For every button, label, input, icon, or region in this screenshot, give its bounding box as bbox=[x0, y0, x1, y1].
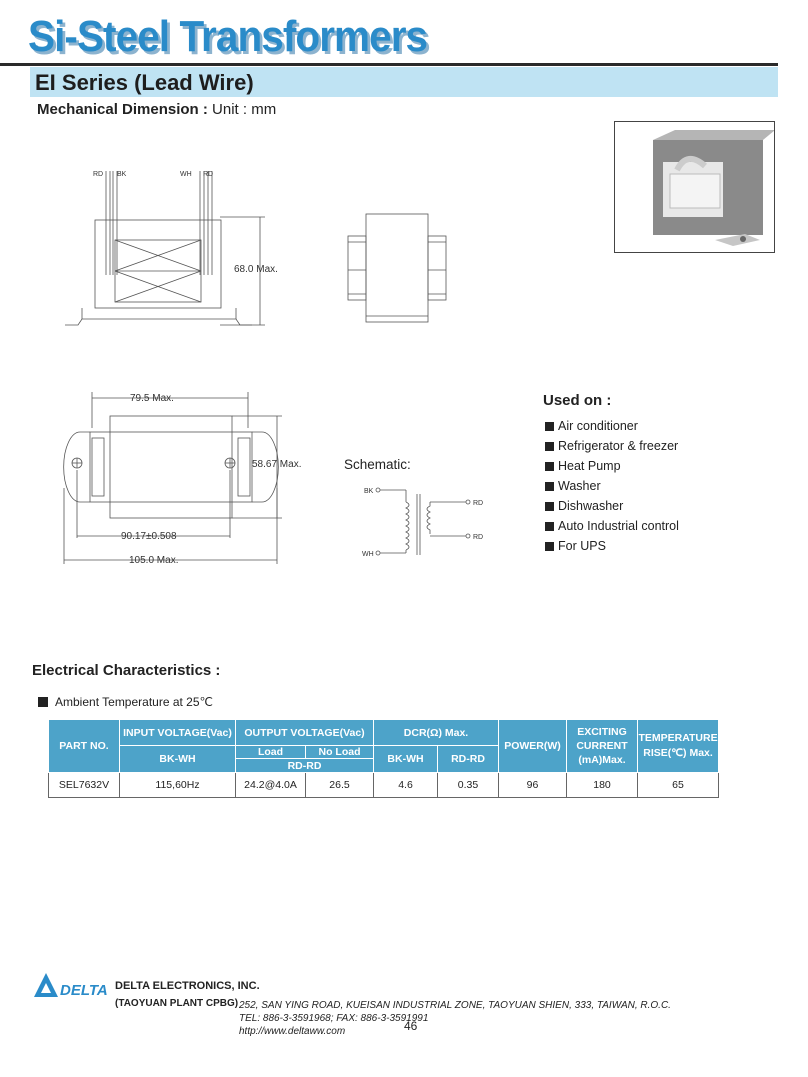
top-view-drawing: 79.5 Max. 58.67 Max. 90.17±0.508 105.0 M… bbox=[63, 392, 301, 566]
series-banner bbox=[30, 67, 778, 97]
company-name: DELTA ELECTRONICS, INC. bbox=[115, 980, 260, 992]
bullet-square-icon bbox=[545, 501, 554, 511]
header-input-voltage: INPUT VOLTAGE(Vac) bbox=[119, 719, 236, 746]
depth-dimension: 58.67 Max. bbox=[252, 459, 301, 470]
list-item: Auto Industrial control bbox=[545, 516, 679, 536]
header-output-rd-rd: RD-RD bbox=[235, 758, 374, 773]
list-item-label: Auto Industrial control bbox=[558, 518, 679, 533]
side-view-drawing bbox=[347, 213, 447, 323]
schematic-wh-label: WH bbox=[362, 551, 374, 558]
cell-input: 115,60Hz bbox=[119, 772, 236, 798]
cell-dcr-rd-rd: 0.35 bbox=[436, 772, 500, 798]
series-title: EI Series (Lead Wire) bbox=[35, 70, 254, 95]
header-input-bk-wh: BK-WH bbox=[119, 745, 236, 773]
header-dcr-bk-wh: BK-WH bbox=[373, 745, 438, 773]
header-power: POWER(W) bbox=[498, 719, 568, 773]
cell-dcr-bk-wh: 4.6 bbox=[373, 772, 438, 798]
cell-no-load: 26.5 bbox=[305, 772, 374, 798]
address-line: 252, SAN YING ROAD, KUEISAN INDUSTRIAL Z… bbox=[239, 1000, 671, 1011]
bullet-square-icon bbox=[545, 541, 554, 551]
ambient-temperature-note: Ambient Temperature at 25℃ bbox=[38, 695, 213, 709]
cell-load: 24.2@4.0A bbox=[235, 772, 306, 798]
delta-logo-text: DELTA bbox=[60, 982, 108, 999]
list-item-label: Dishwasher bbox=[558, 498, 624, 513]
list-item: Heat Pump bbox=[545, 456, 679, 476]
schematic-rd-top-label: RD bbox=[473, 500, 483, 507]
header-part-no: PART NO. bbox=[48, 719, 120, 773]
page-number: 46 bbox=[404, 1019, 418, 1033]
bullet-square-icon bbox=[545, 481, 554, 491]
list-item-label: Air conditioner bbox=[558, 418, 638, 433]
mech-unit: Unit : mm bbox=[212, 101, 277, 118]
plant-name: (TAOYUAN PLANT CPBG) bbox=[115, 998, 239, 1009]
electrical-spec-table: PART NO. INPUT VOLTAGE(Vac) OUTPUT VOLTA… bbox=[48, 719, 720, 798]
phone-line: TEL: 886-3-3591968; FAX: 886-3-3591991 bbox=[239, 1013, 429, 1024]
mechanical-dimension-label: Mechanical Dimension : Unit : mm bbox=[37, 101, 276, 118]
header-exciting-current: EXCITING CURRENT (mA)Max. bbox=[566, 719, 639, 773]
header-output-voltage: OUTPUT VOLTAGE(Vac) bbox=[235, 719, 374, 746]
cell-exciting: 180 bbox=[566, 772, 639, 798]
ambient-temperature-text: Ambient Temperature at 25℃ bbox=[55, 695, 214, 709]
bullet-square-icon bbox=[545, 421, 554, 431]
schematic-label: Schematic: bbox=[344, 457, 411, 472]
lead-wh-label: WH bbox=[180, 171, 192, 178]
header-load: Load bbox=[235, 745, 306, 759]
list-item-label: Refrigerator & freezer bbox=[558, 438, 679, 453]
list-item: For UPS bbox=[545, 536, 679, 556]
overall-length-dimension: 105.0 Max. bbox=[129, 555, 178, 566]
product-photo bbox=[614, 121, 775, 253]
page-title: Si-Steel Transformers bbox=[28, 12, 428, 61]
height-dimension: 68.0 Max. bbox=[234, 264, 278, 275]
list-item: Washer bbox=[545, 476, 679, 496]
schematic-diagram: BK WH RD RD bbox=[362, 487, 483, 558]
used-on-title: Used on : bbox=[543, 392, 612, 409]
company-address: 252, SAN YING ROAD, KUEISAN INDUSTRIAL Z… bbox=[239, 999, 671, 1038]
header-no-load: No Load bbox=[305, 745, 374, 759]
width-dimension: 79.5 Max. bbox=[130, 393, 174, 404]
front-view-drawing: RD BK WH RD 68.0 Max. bbox=[65, 171, 278, 326]
header-dcr-rd-rd: RD-RD bbox=[436, 745, 500, 773]
list-item-label: For UPS bbox=[558, 538, 606, 553]
list-item: Air conditioner bbox=[545, 416, 679, 436]
lead-rd-label: RD bbox=[93, 171, 103, 178]
used-on-list: Air conditioner Refrigerator & freezer H… bbox=[545, 416, 679, 556]
cell-part-no: SEL7632V bbox=[48, 772, 120, 798]
electrical-characteristics-title: Electrical Characteristics : bbox=[32, 662, 221, 679]
cell-power: 96 bbox=[498, 772, 568, 798]
cell-temperature: 65 bbox=[637, 772, 720, 798]
transformer-illustration bbox=[653, 130, 775, 246]
hole-spacing-dimension: 90.17±0.508 bbox=[121, 531, 177, 542]
list-item-label: Heat Pump bbox=[558, 458, 621, 473]
bullet-square-icon bbox=[545, 521, 554, 531]
delta-logo: DELTA bbox=[34, 973, 108, 999]
list-item: Dishwasher bbox=[545, 496, 679, 516]
list-item-label: Washer bbox=[558, 478, 601, 493]
bullet-square-icon bbox=[545, 461, 554, 471]
bullet-square-icon bbox=[545, 441, 554, 451]
mech-label: Mechanical Dimension : bbox=[37, 101, 208, 118]
website-link[interactable]: http://www.deltaww.com bbox=[239, 1026, 346, 1037]
header-dcr: DCR(Ω) Max. bbox=[372, 719, 500, 746]
table-row: SEL7632V 115,60Hz 24.2@4.0A 26.5 4.6 0.3… bbox=[48, 772, 720, 798]
header-temperature-rise: TEMPERATURE RISE(℃) Max. bbox=[637, 719, 720, 773]
schematic-bk-label: BK bbox=[364, 488, 374, 495]
title-divider bbox=[0, 63, 778, 66]
schematic-rd-bottom-label: RD bbox=[473, 534, 483, 541]
lead-bk-label: BK bbox=[117, 171, 127, 178]
bullet-square-icon bbox=[38, 697, 48, 707]
list-item: Refrigerator & freezer bbox=[545, 436, 679, 456]
